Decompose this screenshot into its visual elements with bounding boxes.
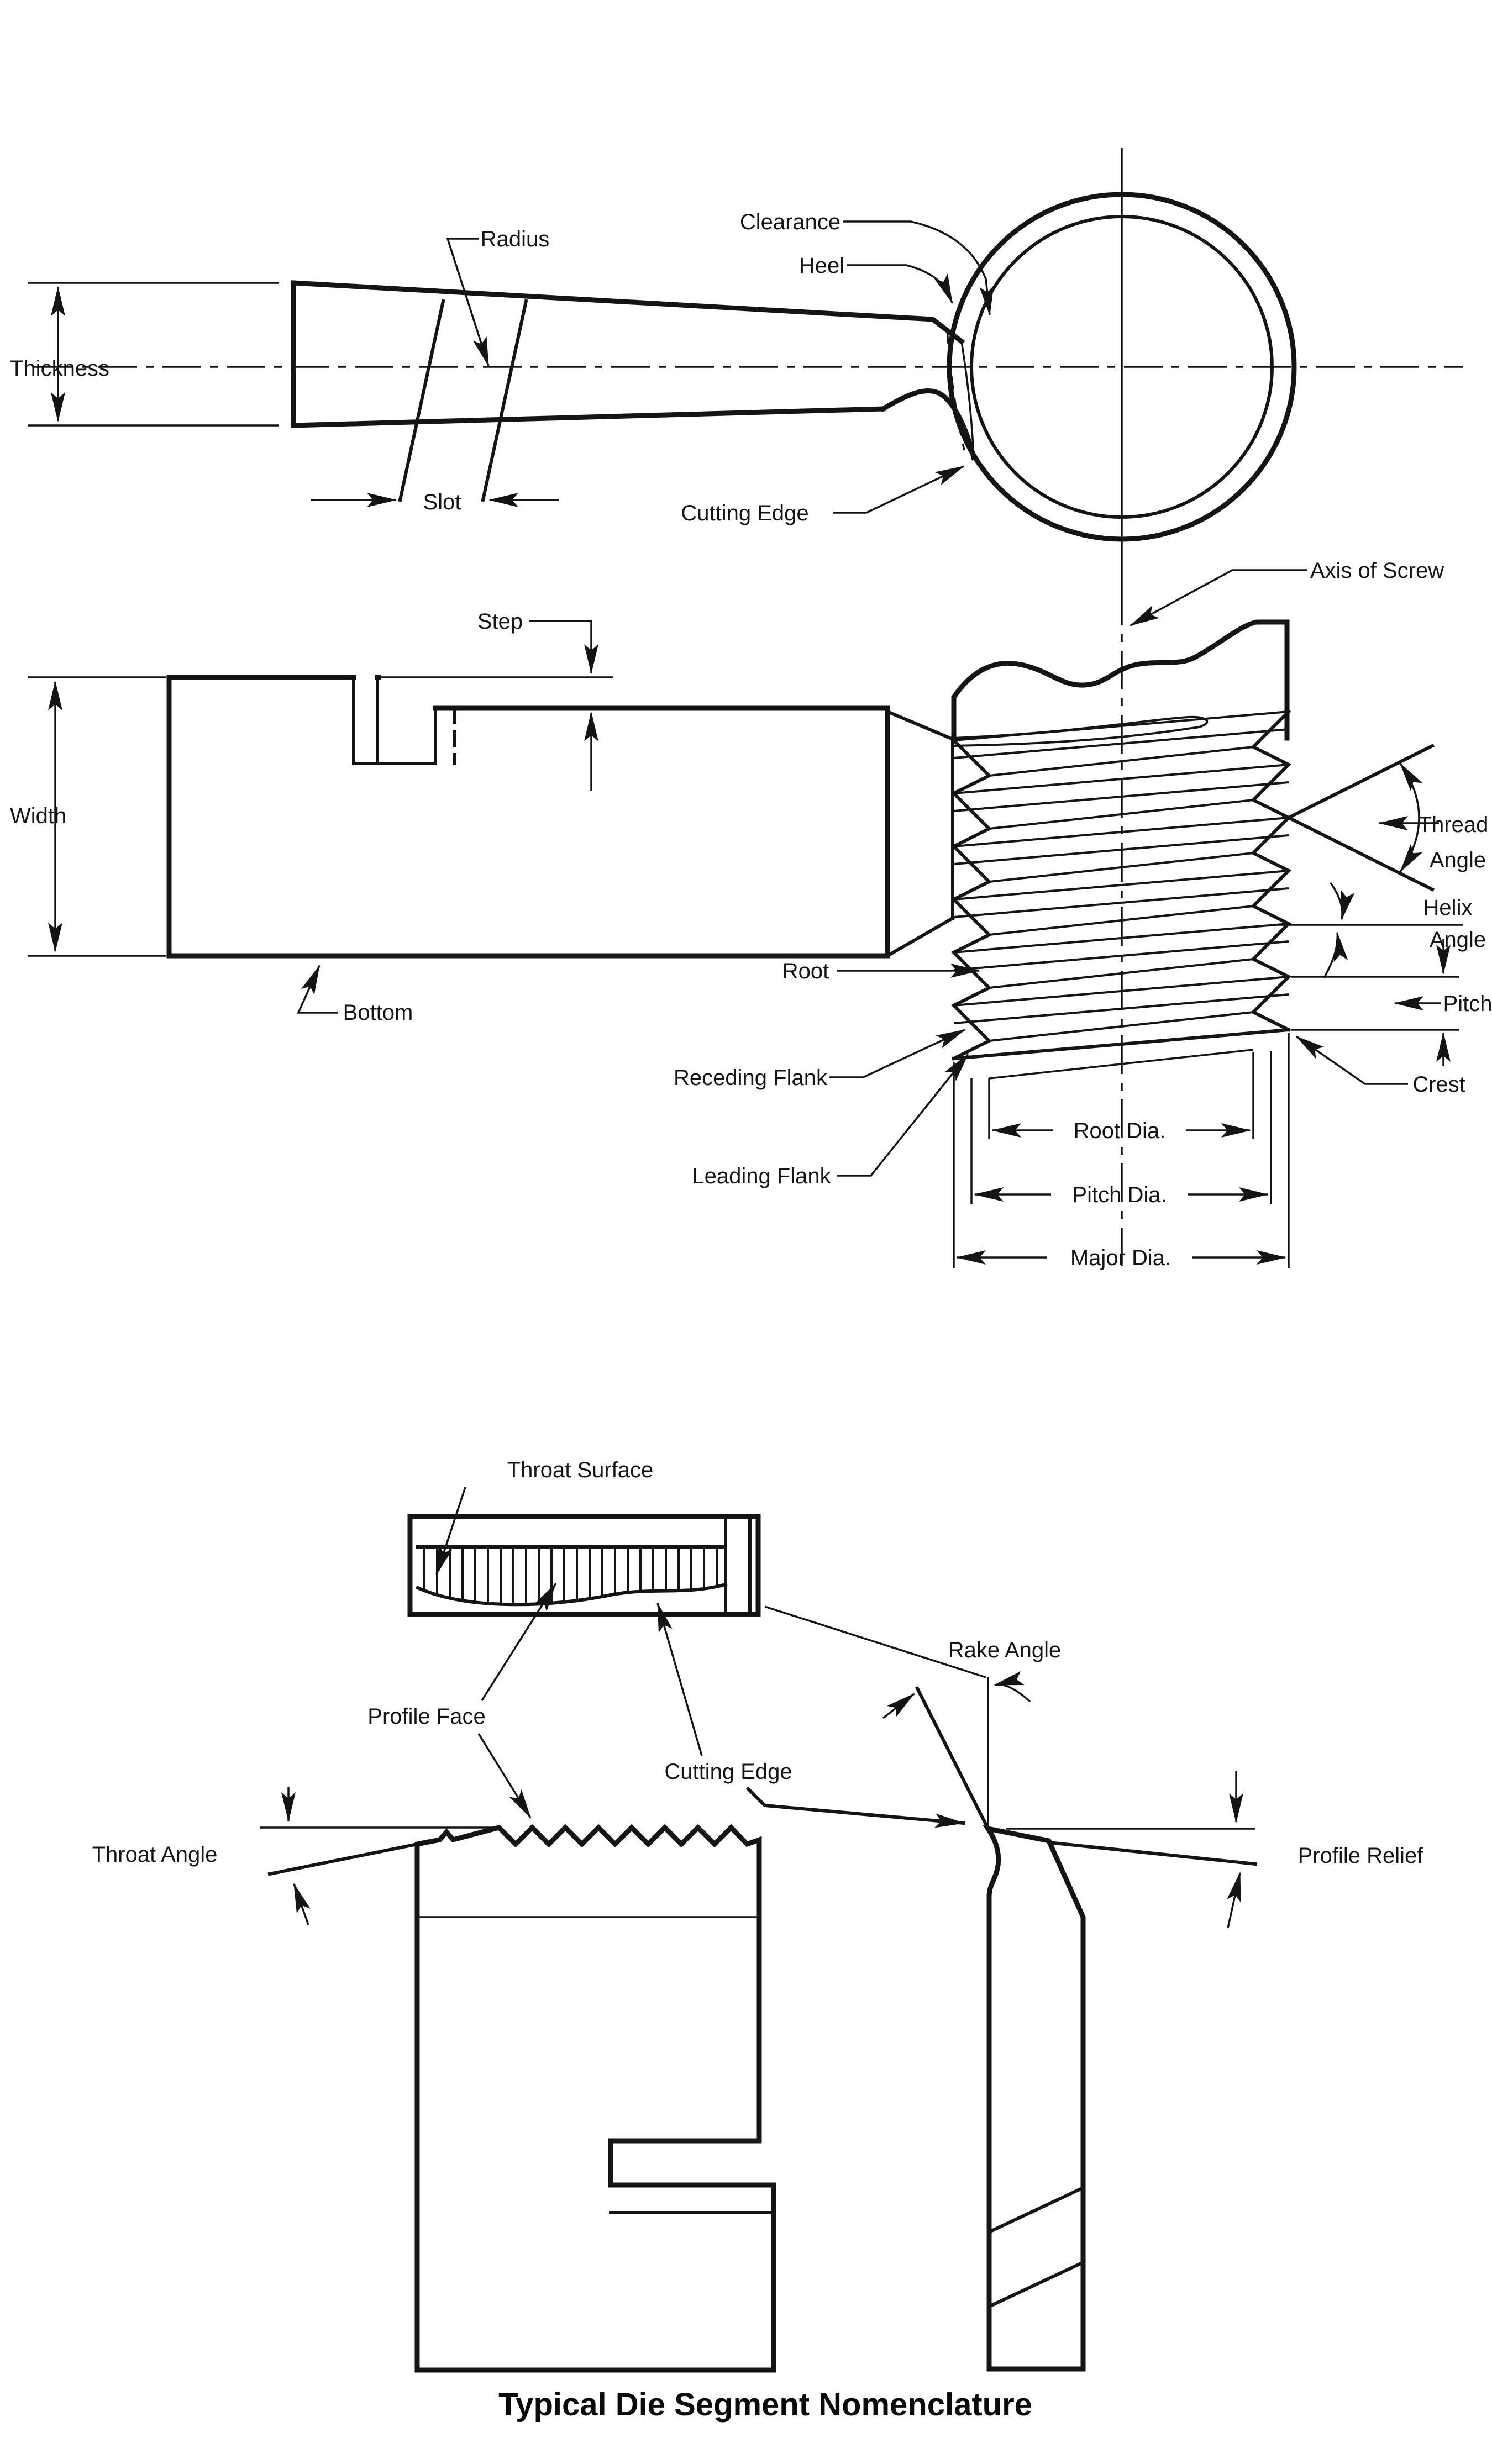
axis-of-screw-leader bbox=[1129, 569, 1307, 626]
die-segment-nomenclature-views: Throat Surface Profile Face Cutting Edge… bbox=[92, 1458, 1424, 2373]
projection-line bbox=[764, 1605, 986, 1678]
heel-label: Heel bbox=[799, 254, 844, 278]
receding-flank-leader bbox=[829, 1029, 966, 1078]
width-label: Width bbox=[10, 804, 66, 828]
heel-face-line bbox=[960, 341, 975, 458]
cutting-edge-top-leader bbox=[833, 465, 965, 514]
cutting-edge-bottom-leader-down bbox=[745, 1786, 966, 1828]
rake-angle-label: Rake Angle bbox=[948, 1638, 1062, 1662]
axis-of-screw-label: Axis of Screw bbox=[1310, 559, 1444, 583]
leading-flank-label: Leading Flank bbox=[692, 1164, 831, 1188]
clearance-label: Clearance bbox=[740, 210, 840, 234]
radius-label: Radius bbox=[481, 227, 550, 251]
helix-angle-label-line1: Helix bbox=[1423, 896, 1473, 920]
profile-face-leader-down bbox=[477, 1733, 532, 1819]
slot-line-right bbox=[481, 299, 528, 502]
throat-surface-label: Throat Surface bbox=[507, 1458, 654, 1482]
screw-root-circle-hatched bbox=[970, 215, 1274, 519]
screw-outer-circle bbox=[947, 192, 1297, 542]
step-label: Step bbox=[477, 609, 523, 634]
cutting-edge-top-label: Cutting Edge bbox=[681, 501, 808, 525]
diameter-extension-lines bbox=[953, 1033, 1290, 1268]
profile-relief-label: Profile Relief bbox=[1298, 1844, 1424, 1868]
side-view-die-and-screw-section: Thickness Slot Radius Clearance Heel Cut… bbox=[10, 148, 1463, 1271]
throat-angle-sloped-line bbox=[267, 1842, 419, 1876]
pitch-label: Pitch bbox=[1443, 992, 1492, 1016]
major-dia-label: Major Dia. bbox=[1070, 1246, 1171, 1270]
rake-angle-arrow-to-slope bbox=[882, 1693, 915, 1719]
cutting-edge-bottom-leader-up bbox=[656, 1602, 703, 1756]
radius-leader bbox=[446, 238, 490, 367]
throat-angle-arrow-up bbox=[293, 1883, 311, 1925]
die-bar-top-edge bbox=[291, 280, 965, 345]
die-nose-bottom-chamfer bbox=[885, 915, 955, 959]
helix-angle-arc-lower bbox=[1323, 931, 1348, 978]
profile-relief-arrow-up bbox=[1227, 1872, 1241, 1929]
thread-angle-lower-line bbox=[1286, 815, 1435, 892]
thread-angle-upper-line bbox=[1286, 743, 1435, 820]
throat-surface-curve bbox=[416, 1582, 728, 1607]
bottom-label: Bottom bbox=[343, 1001, 413, 1025]
profile-face-label: Profile Face bbox=[367, 1704, 485, 1729]
slot-line-left bbox=[398, 299, 445, 502]
throat-surface-leader bbox=[435, 1487, 466, 1576]
thread-angle-label-line1: Thread bbox=[1419, 813, 1489, 837]
rake-angle-sloped-line bbox=[915, 1686, 991, 1831]
screw-shank-outline bbox=[951, 619, 1290, 741]
front-view-die-and-screw: Step Width Bottom bbox=[10, 559, 1492, 1270]
clearance-leader bbox=[843, 220, 994, 316]
profile-relief-sloped-line bbox=[1047, 1840, 1258, 1866]
side-view-diagonal-upper bbox=[987, 2186, 1085, 2234]
crest-leader bbox=[1295, 1035, 1408, 1085]
screw-bottom-edge bbox=[952, 1028, 1291, 1061]
rake-angle-arrow-to-vertical bbox=[994, 1671, 1031, 1703]
step-leader bbox=[529, 620, 592, 628]
root-dia-label: Root Dia. bbox=[1074, 1119, 1166, 1143]
side-view-outline bbox=[983, 1825, 1086, 2372]
bottom-leader bbox=[297, 965, 338, 1014]
cutting-edge-bottom-label: Cutting Edge bbox=[664, 1760, 792, 1784]
heel-leader bbox=[847, 264, 953, 304]
front-view-outline bbox=[414, 1824, 776, 2373]
screw-thread-left-zigzag bbox=[950, 738, 992, 1061]
screw-thread-right-zigzag bbox=[1250, 709, 1292, 1033]
die-bar-nose-fillet bbox=[879, 388, 977, 461]
crest-label: Crest bbox=[1412, 1072, 1465, 1097]
screw-thread-ridges bbox=[953, 710, 1289, 1042]
screw-bottom-runout bbox=[989, 1049, 1254, 1080]
slot-label: Slot bbox=[423, 490, 461, 514]
root-label: Root bbox=[782, 959, 829, 983]
leading-flank-leader bbox=[837, 1053, 969, 1177]
helix-angle-label-line2: Angle bbox=[1430, 928, 1486, 952]
thread-angle-label-line2: Angle bbox=[1430, 848, 1486, 872]
helix-angle-arc-upper bbox=[1330, 882, 1355, 920]
thickness-label: Thickness bbox=[10, 356, 109, 381]
throat-surface-hatching bbox=[423, 1547, 718, 1605]
die-bar-bottom-edge bbox=[291, 406, 886, 428]
die-front-outline bbox=[166, 675, 890, 959]
side-view-diagonal-lower bbox=[987, 2260, 1085, 2309]
top-view-outline bbox=[407, 1514, 761, 1617]
thread-angle-arc bbox=[1399, 762, 1423, 873]
profile-face-leader-up bbox=[481, 1582, 557, 1701]
die-nose-top-chamfer bbox=[885, 709, 955, 741]
receding-flank-label: Receding Flank bbox=[674, 1066, 828, 1090]
pitch-dia-label: Pitch Dia. bbox=[1072, 1183, 1167, 1207]
throat-angle-label: Throat Angle bbox=[92, 1842, 218, 1867]
figure-title: Typical Die Segment Nomenclature bbox=[498, 2387, 1032, 2423]
